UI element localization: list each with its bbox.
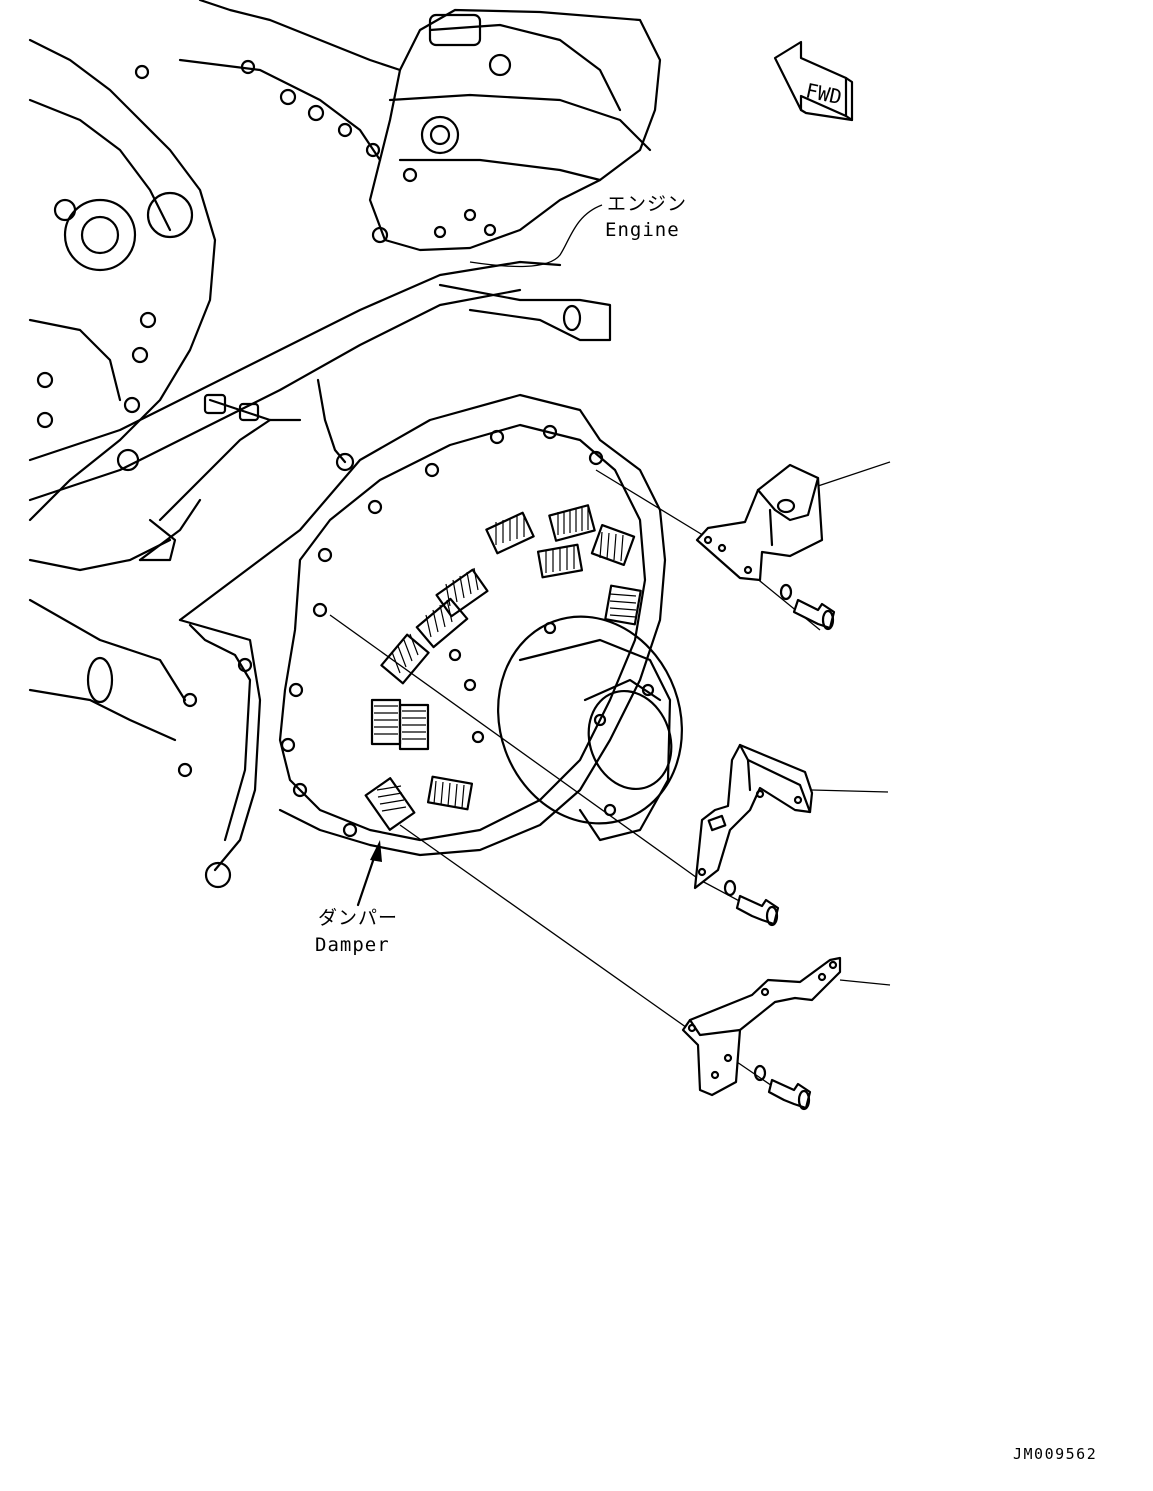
damper-springs bbox=[364, 504, 642, 831]
fwd-arrow-icon: FWD bbox=[773, 40, 854, 122]
bracket-middle bbox=[693, 743, 889, 927]
harness-and-pipes bbox=[28, 260, 612, 562]
bracket-middle-leader bbox=[811, 789, 889, 793]
damper-arrow bbox=[356, 840, 382, 907]
engine-label-en: Engine bbox=[605, 219, 680, 241]
bolt-middle bbox=[735, 894, 780, 927]
damper bbox=[448, 615, 683, 842]
engine-body bbox=[28, 0, 662, 572]
damper-label-en: Damper bbox=[315, 934, 390, 956]
bolt-upper bbox=[792, 598, 836, 631]
damper-label-jp: ダンパー bbox=[318, 907, 399, 929]
bracket-upper bbox=[695, 461, 891, 631]
bolt-lower bbox=[767, 1078, 812, 1111]
washer-upper bbox=[779, 583, 793, 601]
bracket-upper-leader bbox=[817, 461, 891, 487]
engine-label-jp: エンジン bbox=[607, 193, 688, 215]
drawing-number: JM009562 bbox=[1013, 1445, 1098, 1463]
washer-middle bbox=[723, 879, 737, 897]
washer-lower bbox=[753, 1064, 767, 1082]
bracket-lower-leader bbox=[839, 979, 891, 986]
bracket-lower bbox=[681, 956, 891, 1111]
